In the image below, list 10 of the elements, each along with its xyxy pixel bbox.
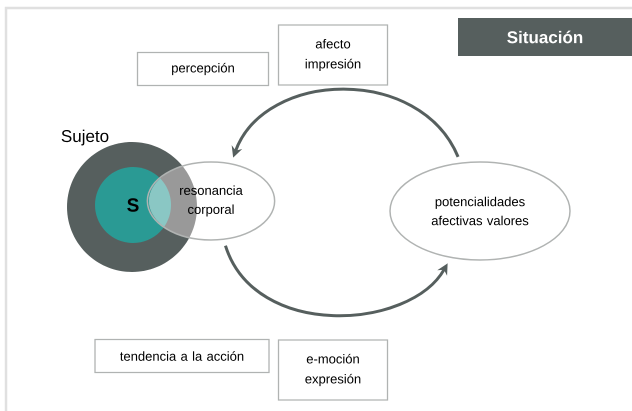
label-box: e-moción expresión — [278, 339, 388, 401]
ellipse-node: potencialidades afectivas valores — [389, 161, 571, 261]
title-banner: Situación — [458, 18, 632, 56]
node-label: Sujeto — [62, 130, 108, 146]
label-box: tendencia a la acción — [94, 338, 270, 374]
node-label: corporal — [188, 204, 234, 217]
label-box: afecto impresión — [278, 24, 388, 86]
arrow — [224, 245, 448, 318]
label-box: percepción — [136, 52, 270, 86]
ellipse-node: resonancia corporal — [146, 161, 276, 241]
